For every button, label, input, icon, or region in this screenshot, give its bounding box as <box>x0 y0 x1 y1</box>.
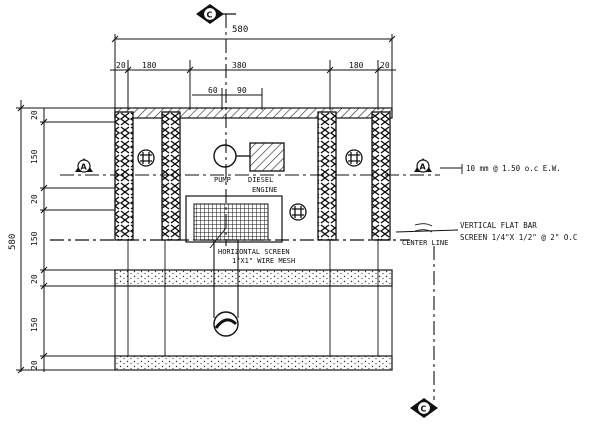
left-wall-inner <box>161 111 181 241</box>
vertical-screen-label-1: VERTICAL FLAT BAR <box>460 221 537 230</box>
dim-row-2: 150 <box>30 149 39 164</box>
right-wall-inner <box>317 111 337 241</box>
dim-left-wall: 20 <box>116 61 126 70</box>
dim-row-3: 20 <box>30 194 39 204</box>
section-a-left-letter: A <box>81 163 88 172</box>
horizontal-screen-label-2: 1"X1" WIRE MESH <box>232 257 295 265</box>
diesel-engine-block <box>249 142 285 172</box>
top-slab <box>114 107 393 119</box>
top-dimensions <box>110 34 396 110</box>
dim-right-wall: 20 <box>380 61 390 70</box>
pump-house-plan: PUMP DIESEL ENGINE <box>50 107 410 371</box>
screen-frame <box>185 195 283 243</box>
dim-left-bay: 180 <box>142 61 157 70</box>
dim-row-4: 150 <box>30 231 39 246</box>
dim-center-bay: 380 <box>232 61 247 70</box>
section-c-top-letter: C <box>207 11 213 20</box>
section-a-right-letter: A <box>420 163 427 172</box>
dim-row-6: 150 <box>30 317 39 332</box>
dim-row-1: 20 <box>30 110 39 120</box>
left-wall-outer <box>114 111 134 241</box>
vent-right-top <box>345 149 363 167</box>
bottom-slab <box>114 355 393 371</box>
dim-right-bay: 180 <box>349 61 364 70</box>
center-line-label: CENTER LINE <box>402 239 448 247</box>
horizontal-screen-label-1: HORIZONTAL SCREEN <box>218 248 290 256</box>
vent-right-bottom <box>289 203 307 221</box>
dim-row-5: 20 <box>30 274 39 284</box>
section-c-top-marker: C <box>196 4 224 24</box>
suction-foot-valve <box>213 311 239 337</box>
left-dimensions <box>16 100 118 374</box>
middle-slab <box>114 269 393 287</box>
dim-overall-width: 580 <box>232 25 248 35</box>
pump-label: PUMP <box>214 176 231 184</box>
dim-pipe-left: 60 <box>208 86 218 95</box>
dim-overall-height: 580 <box>8 234 18 250</box>
right-wall-outer <box>371 111 391 241</box>
suction-pipe <box>213 240 239 318</box>
vertical-screen-label-2: SCREEN 1/4"X 1/2" @ 2" O.C <box>460 233 577 242</box>
section-c-bottom-letter: C <box>421 405 427 414</box>
diesel-engine-label-1: DIESEL <box>248 176 273 184</box>
horizontal-screen-mesh <box>193 203 269 241</box>
section-c-bottom-marker: C <box>410 398 438 418</box>
diesel-engine-label-2: ENGINE <box>252 186 277 194</box>
vent-left <box>137 149 155 167</box>
pump-icon <box>213 144 237 168</box>
section-a-right-marker: A <box>414 158 432 173</box>
dim-pipe-right: 90 <box>237 86 247 95</box>
rebar-note: 10 mm @ 1.50 o.c E.W. <box>466 164 561 173</box>
section-a-left-marker: A <box>75 158 93 173</box>
dim-row-7: 20 <box>30 360 39 370</box>
